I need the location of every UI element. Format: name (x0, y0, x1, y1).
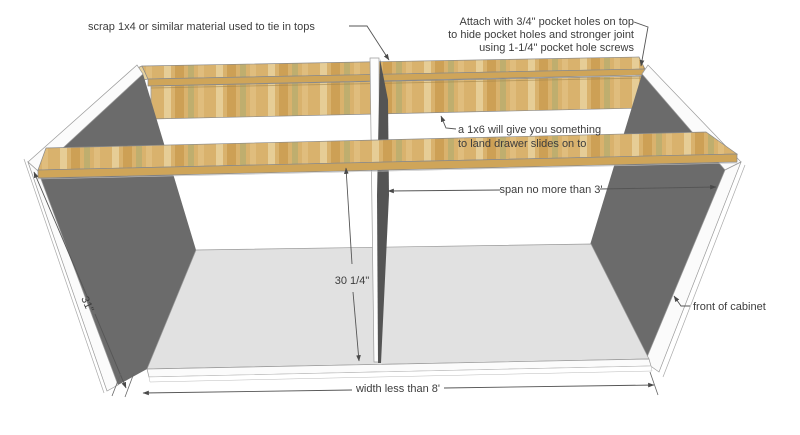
width-label: width less than 8' (355, 383, 440, 395)
span-line-left (387, 188, 501, 194)
annotation-lines (33, 21, 717, 398)
front-rail-shadow-line (37, 162, 738, 180)
one-by-six-leader (440, 115, 457, 130)
divider-side-face (377, 59, 389, 363)
width-line-right (443, 382, 655, 389)
center-divider (369, 57, 389, 363)
floor-top-face (146, 243, 650, 370)
extension-tick-right (649, 371, 659, 396)
left-panel-front-edge (27, 160, 119, 392)
span-line-right (599, 184, 717, 190)
extension-tick-left-1 (111, 372, 122, 397)
front-of-cabinet-leader (673, 295, 690, 307)
side-height-line-top (33, 171, 88, 297)
opening-height-line-bottom (352, 291, 361, 362)
annotation-texts: scrap 1x4 or similar material used to ti… (78, 16, 765, 395)
right-panel-front-edge (644, 161, 742, 373)
opening-height-label: 30 1/4" (335, 275, 370, 287)
attach-label-line3: using 1-1/4" pocket hole screws (479, 42, 634, 54)
attach-label-line1: Attach with 3/4" pocket holes on top (459, 16, 634, 28)
back-tie-rail (134, 56, 646, 120)
width-line-left (142, 389, 353, 396)
extension-tick-left-2 (124, 372, 135, 398)
tie-tops-label: scrap 1x4 or similar material used to ti… (88, 21, 315, 33)
tie-tops-leader (349, 25, 390, 61)
attach-label-line2: to hide pocket holes and stronger joint (448, 29, 634, 41)
one-by-six-label-line2: to land drawer slides on to (458, 138, 586, 150)
one-by-six-label-line1: a 1x6 will give you something (458, 124, 601, 136)
cabinet-floor (146, 243, 653, 383)
left-panel-outer-line (23, 158, 105, 394)
span-label: span no more than 3' (499, 184, 602, 196)
floor-lower-edge (148, 365, 653, 383)
cap-shadow-line (150, 77, 646, 89)
attach-leader (633, 21, 649, 67)
opening-height-line-top (344, 167, 353, 265)
right-panel-outer-line (662, 164, 746, 378)
side-height-line-bottom (94, 313, 127, 389)
front-of-cabinet-label: front of cabinet (693, 301, 766, 313)
front-rail-1x6 (37, 131, 739, 180)
